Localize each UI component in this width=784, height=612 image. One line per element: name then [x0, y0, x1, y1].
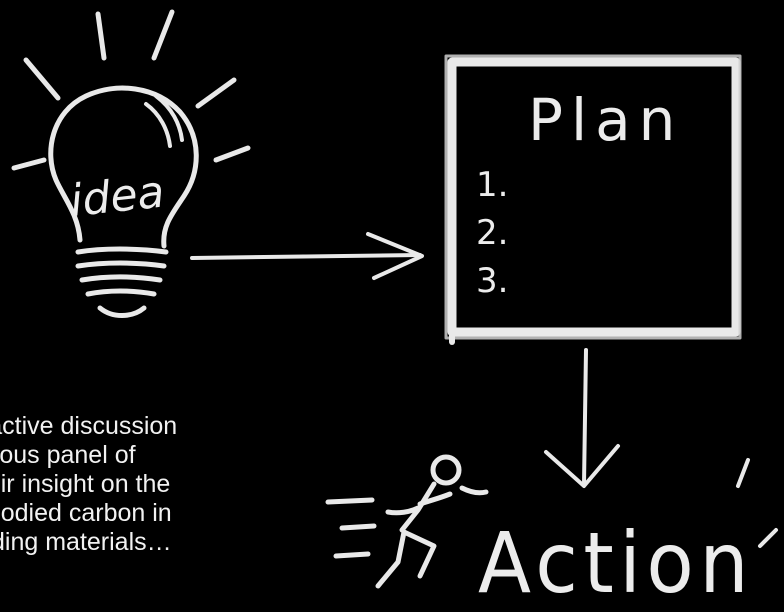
plan-step-2: 2. — [476, 213, 508, 253]
plan-step-1: 1. — [476, 165, 508, 205]
running-figure-icon — [325, 454, 489, 589]
caption-line: strious panel of — [0, 441, 136, 469]
caption-line: mbodied carbon in — [0, 499, 172, 527]
emphasis-marks-icon — [736, 458, 778, 548]
action-label: Action — [478, 514, 754, 612]
plan-box: Plan 1. 2. 3. — [444, 54, 742, 345]
arrow-down-icon — [544, 348, 620, 488]
plan-title: Plan — [528, 86, 683, 154]
caption-line: their insight on the — [0, 470, 171, 498]
lightbulb-icon: idea — [11, 9, 251, 318]
action-group: Action — [478, 458, 778, 612]
plan-step-3: 3. — [476, 261, 508, 301]
caption-line: uilding materials… — [0, 528, 172, 556]
bulb-rays — [11, 9, 251, 171]
caption-line: eractive discussion — [0, 412, 178, 440]
arrow-right-icon — [190, 232, 424, 280]
idea-label: idea — [68, 166, 167, 227]
plan-steps: 1. 2. 3. — [476, 165, 508, 301]
caption-text: eractive discussion strious panel of the… — [0, 412, 296, 557]
